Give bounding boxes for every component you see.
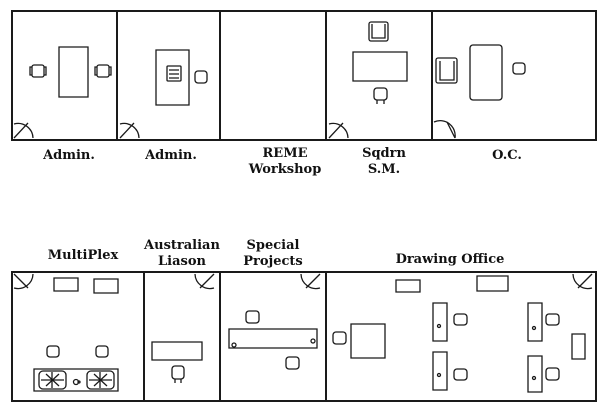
multiplex-furniture xyxy=(34,278,118,391)
room-label-admin-2: Admin. xyxy=(136,148,206,164)
drawing-board xyxy=(433,352,447,390)
room-label-admin-1: Admin. xyxy=(34,148,104,164)
chair-icon xyxy=(546,314,559,325)
room-label-special-projects: Special Projects xyxy=(228,238,318,270)
desk xyxy=(156,50,189,105)
chair-icon xyxy=(96,346,108,357)
table xyxy=(351,324,385,358)
room-label-reme-workshop: REME Workshop xyxy=(240,146,330,178)
label-line: Admin. xyxy=(43,148,95,163)
drawing-board xyxy=(528,356,542,392)
door-australian-liason xyxy=(195,274,214,289)
desk xyxy=(353,52,407,81)
bench xyxy=(94,279,118,293)
chair-icon xyxy=(513,63,525,74)
sink-icon xyxy=(39,371,66,389)
label-line: Sqdrn xyxy=(362,146,406,161)
sink-unit xyxy=(34,369,118,391)
door-drawing-office xyxy=(573,274,592,289)
label-line: Admin. xyxy=(145,148,197,163)
chair-icon xyxy=(30,65,46,77)
chair-icon xyxy=(47,346,59,357)
chair-icon xyxy=(95,65,111,77)
armchair-icon xyxy=(369,22,388,41)
oc-furniture xyxy=(436,45,525,100)
drawing-board xyxy=(433,303,447,341)
label-line: MultiPlex xyxy=(47,248,119,263)
label-line: S.M. xyxy=(367,162,401,177)
chair-icon xyxy=(246,311,259,323)
admin-2-furniture xyxy=(156,50,207,105)
typewriter-icon xyxy=(167,66,181,81)
door-oc xyxy=(434,121,455,138)
label-line: Special xyxy=(246,238,300,253)
drawing-office-furniture xyxy=(333,276,585,392)
special-projects-furniture xyxy=(229,311,317,369)
label-line: Projects xyxy=(243,254,303,269)
door-multiplex xyxy=(14,274,33,289)
desk xyxy=(470,45,502,100)
room-label-drawing-office: Drawing Office xyxy=(385,252,515,268)
label-line: Workshop xyxy=(248,162,322,177)
armchair-icon xyxy=(436,58,457,83)
room-label-oc: O.C. xyxy=(472,148,542,164)
chair-icon xyxy=(172,366,184,383)
desk xyxy=(59,47,88,97)
door-special-projects xyxy=(301,274,320,289)
conference-table xyxy=(229,329,317,348)
room-label-australian-liason: Australian Liason xyxy=(137,238,227,270)
admin-1-furniture xyxy=(30,47,111,97)
label-line: Drawing Office xyxy=(395,252,505,267)
label-line: REME xyxy=(262,146,308,161)
chair-icon xyxy=(333,332,346,344)
room-label-multiplex: MultiPlex xyxy=(38,248,128,264)
bench xyxy=(54,278,78,291)
cabinet xyxy=(572,334,585,359)
label-line: Australian xyxy=(144,238,220,253)
chair-icon xyxy=(454,369,467,380)
chair-icon xyxy=(374,88,387,104)
top-row-walls xyxy=(12,11,596,140)
bottom-row-walls xyxy=(12,272,596,401)
door-admin-2 xyxy=(120,123,139,138)
door-admin-1 xyxy=(14,123,33,138)
sink-icon xyxy=(87,371,114,389)
chair-icon xyxy=(195,71,207,83)
bottom-row-doors xyxy=(14,274,592,289)
bench xyxy=(396,280,420,292)
drawing-board xyxy=(528,303,542,341)
top-row-doors xyxy=(14,121,455,138)
room-label-sqdrn-sm: Sqdrn S.M. xyxy=(349,146,419,178)
chair-icon xyxy=(546,368,559,380)
australian-liason-furniture xyxy=(152,342,202,383)
chair-icon xyxy=(454,314,467,325)
bench xyxy=(477,276,508,291)
chair-icon xyxy=(286,357,299,369)
door-sqdrn-sm xyxy=(329,123,348,138)
label-line: Liason xyxy=(158,254,206,269)
label-line: O.C. xyxy=(492,148,522,163)
sqdrn-sm-furniture xyxy=(353,22,407,104)
desk xyxy=(152,342,202,360)
